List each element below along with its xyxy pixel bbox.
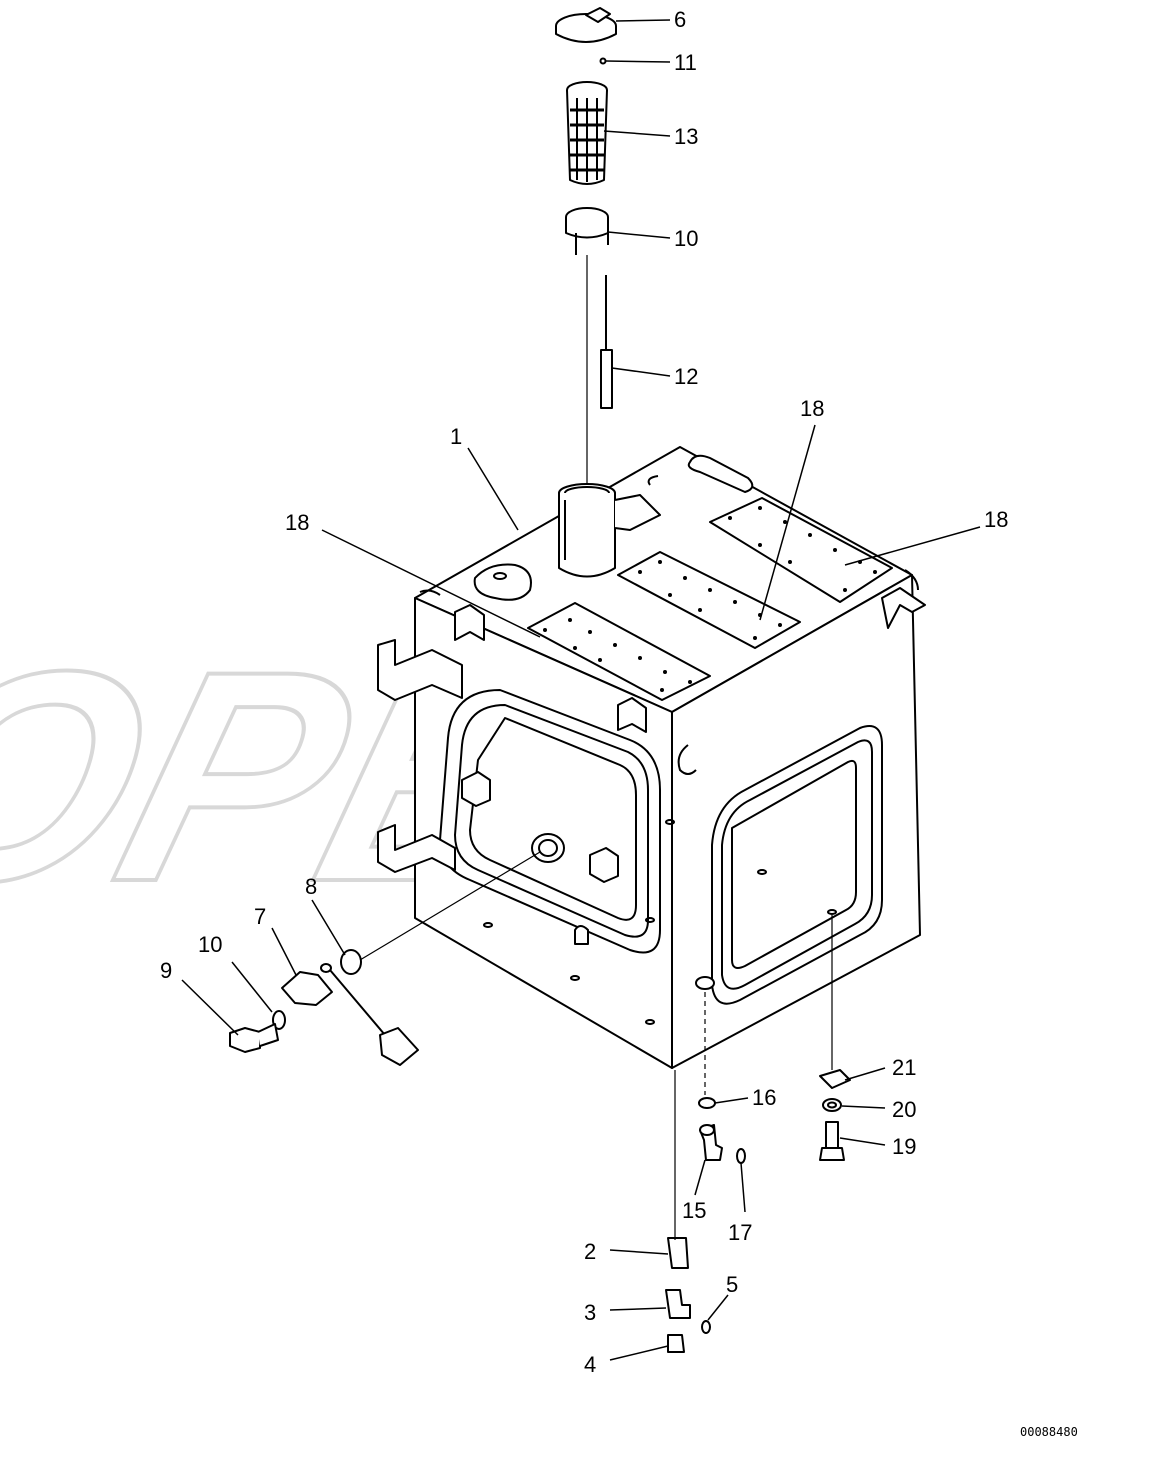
callout-8: 8 xyxy=(305,874,317,899)
leader-12 xyxy=(605,60,671,63)
callout-3: 3 xyxy=(584,1300,596,1325)
callout-13: 12 xyxy=(674,364,698,389)
callout-18-left: 18 xyxy=(285,510,309,535)
callout-5: 5 xyxy=(726,1272,738,1297)
assembly-lines xyxy=(359,255,833,1240)
callout-19: 19 xyxy=(892,1134,916,1159)
part-plug xyxy=(667,1334,685,1353)
leader-2 xyxy=(609,1249,669,1255)
callout-9: 9 xyxy=(160,958,172,983)
loose-parts xyxy=(229,7,851,1353)
part-bolt xyxy=(229,1023,279,1053)
part-elbow-15 xyxy=(699,1124,723,1161)
leader-10 xyxy=(231,961,273,1013)
callout-7: 7 xyxy=(254,904,266,929)
callout-1: 1 xyxy=(450,424,462,449)
callout-2: 2 xyxy=(584,1239,596,1264)
callout-18-top: 18 xyxy=(800,396,824,421)
callout-6: 6 xyxy=(674,7,686,32)
part-strainer xyxy=(566,81,608,185)
leader-7 xyxy=(271,927,297,976)
leader-14 xyxy=(603,130,671,137)
leader-8 xyxy=(311,899,346,956)
tank-body xyxy=(377,446,926,1069)
leader-6 xyxy=(615,19,671,22)
leader-20 xyxy=(841,1105,886,1109)
part-elbow-3 xyxy=(665,1289,691,1319)
callout-11: 10 xyxy=(674,226,698,251)
leader-4 xyxy=(609,1345,669,1361)
part-clip xyxy=(819,1069,851,1089)
part-pin xyxy=(599,57,607,65)
callout-14: 13 xyxy=(674,124,698,149)
leader-15 xyxy=(694,1159,706,1196)
part-float-switch xyxy=(281,963,419,1066)
leader-18b xyxy=(759,424,816,621)
leader-1 xyxy=(467,447,519,531)
leader-lines xyxy=(181,19,981,1361)
callout-21: 21 xyxy=(892,1055,916,1080)
leader-5 xyxy=(707,1294,729,1321)
part-bolt-19 xyxy=(819,1121,845,1161)
callout-17: 17 xyxy=(728,1220,752,1245)
part-cap xyxy=(555,7,617,43)
leader-16 xyxy=(714,1097,749,1104)
part-collar xyxy=(565,207,609,255)
leader-18c xyxy=(844,526,981,566)
leader-18a xyxy=(321,529,541,638)
part-o-ring-5 xyxy=(701,1320,711,1334)
callout-20: 20 xyxy=(892,1097,916,1122)
callouts: 6 11 13 10 12 1 18 18 18 8 7 10 9 21 20 … xyxy=(160,7,1008,1377)
part-o-ring-16 xyxy=(698,1097,716,1109)
part-valve xyxy=(667,1237,689,1269)
leader-19 xyxy=(839,1137,886,1146)
callout-16: 16 xyxy=(752,1085,776,1110)
part-o-ring-17 xyxy=(736,1148,746,1164)
callout-15: 15 xyxy=(682,1198,706,1223)
leader-17 xyxy=(740,1162,746,1213)
leader-21 xyxy=(844,1067,886,1081)
callout-12: 11 xyxy=(674,50,697,75)
leader-11 xyxy=(607,231,671,239)
callout-18-right: 18 xyxy=(984,507,1008,532)
callout-10: 10 xyxy=(198,932,222,957)
leader-3 xyxy=(609,1307,667,1311)
callout-4: 4 xyxy=(584,1352,596,1377)
part-dipstick xyxy=(600,275,613,409)
leader-9 xyxy=(181,979,239,1036)
document-number: 00088480 xyxy=(1020,1425,1078,1439)
leader-13 xyxy=(611,367,671,377)
part-o-ring xyxy=(340,949,362,975)
